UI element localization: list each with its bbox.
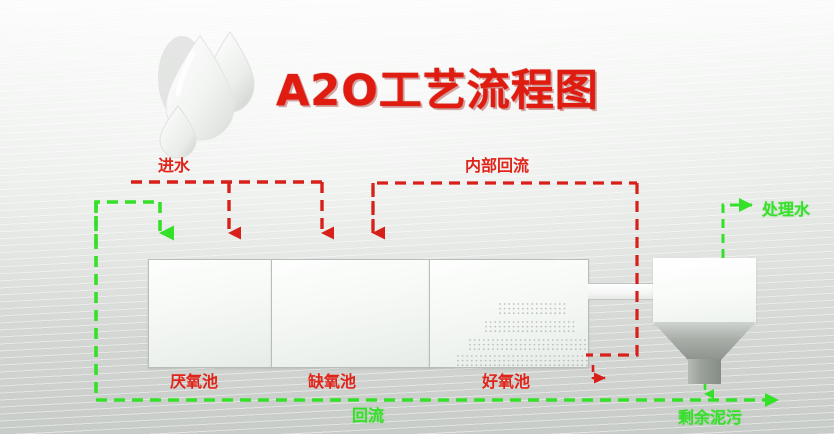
label-influent: 进水: [158, 156, 191, 175]
label-sludge-return: 回流: [352, 406, 385, 425]
aerobic-outlet-line: [591, 365, 606, 384]
treated-water-line: [721, 198, 753, 258]
label-treated-water: 处理水: [762, 200, 811, 219]
connecting-channel: [588, 283, 656, 300]
page-title: A2O工艺流程图: [276, 66, 599, 116]
sludge-return-riser: [94, 200, 160, 245]
internal-recycle-top: [371, 181, 637, 233]
sludge-return-bottom: [94, 202, 779, 407]
label-tank-anaerobic: 厌氧池: [170, 372, 219, 391]
tank-anoxic: [271, 259, 430, 368]
label-tank-aerobic: 好氧池: [482, 372, 531, 391]
internal-recycle-return: [586, 183, 639, 357]
label-excess-sludge: 剩余泥污: [678, 408, 743, 427]
clarifier-tank: [653, 258, 756, 324]
water-droplet-icon: [152, 18, 272, 159]
clarifier-hopper: [653, 322, 756, 384]
label-tank-anoxic: 缺氧池: [308, 372, 357, 391]
label-internal-recycle: 内部回流: [465, 156, 530, 175]
